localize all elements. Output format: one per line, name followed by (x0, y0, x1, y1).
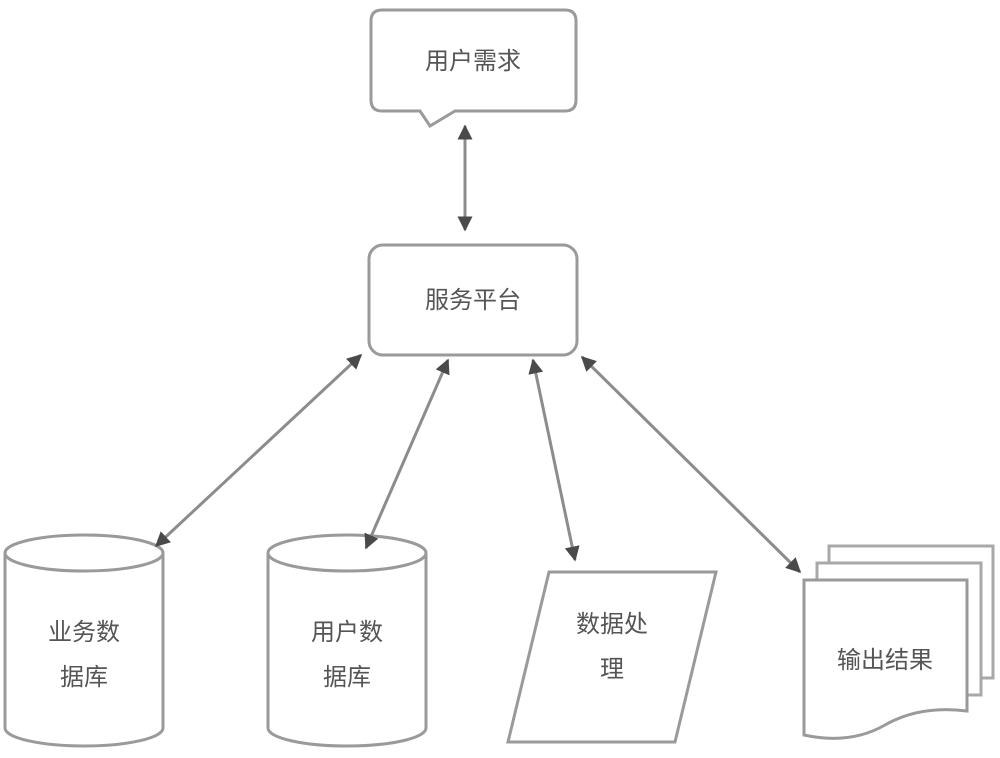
rounded-rectangle-shape (367, 243, 579, 357)
node-output-result: 输出结果 (802, 544, 995, 740)
cylinder-top (3, 533, 165, 573)
node-label-user-demand: 用户需求 (425, 47, 521, 75)
node-data-processing: 数据处 理 (506, 570, 718, 744)
document-front-sheet (802, 578, 969, 740)
node-label-data-processing-line2: 理 (600, 655, 624, 683)
node-label-business-db-line2: 据库 (60, 663, 108, 691)
node-service-platform: 服务平台 (367, 243, 579, 357)
cylinder-body (3, 553, 165, 748)
node-label-output-result: 输出结果 (837, 646, 933, 674)
node-user-demand: 用户需求 (369, 8, 578, 129)
arrow-service-platform-to-business-db (154, 353, 363, 548)
cylinder-top (266, 533, 428, 573)
node-business-db: 业务数 据库 (3, 533, 165, 748)
node-label-user-db-line2: 据库 (323, 663, 371, 691)
node-label-service-platform: 服务平台 (425, 286, 521, 314)
node-label-business-db-line1: 业务数 (48, 618, 120, 646)
node-label-data-processing-line1: 数据处 (576, 610, 648, 638)
arrow-service-platform-to-user-db (364, 358, 450, 550)
cylinder-body (266, 553, 428, 748)
node-label-user-db-line1: 用户数 (311, 618, 383, 646)
callout-shape (369, 8, 578, 129)
node-user-db: 用户数 据库 (266, 533, 428, 748)
arrow-service-platform-to-data-processing (528, 358, 580, 562)
arrow-service-platform-to-output-result (580, 355, 802, 574)
